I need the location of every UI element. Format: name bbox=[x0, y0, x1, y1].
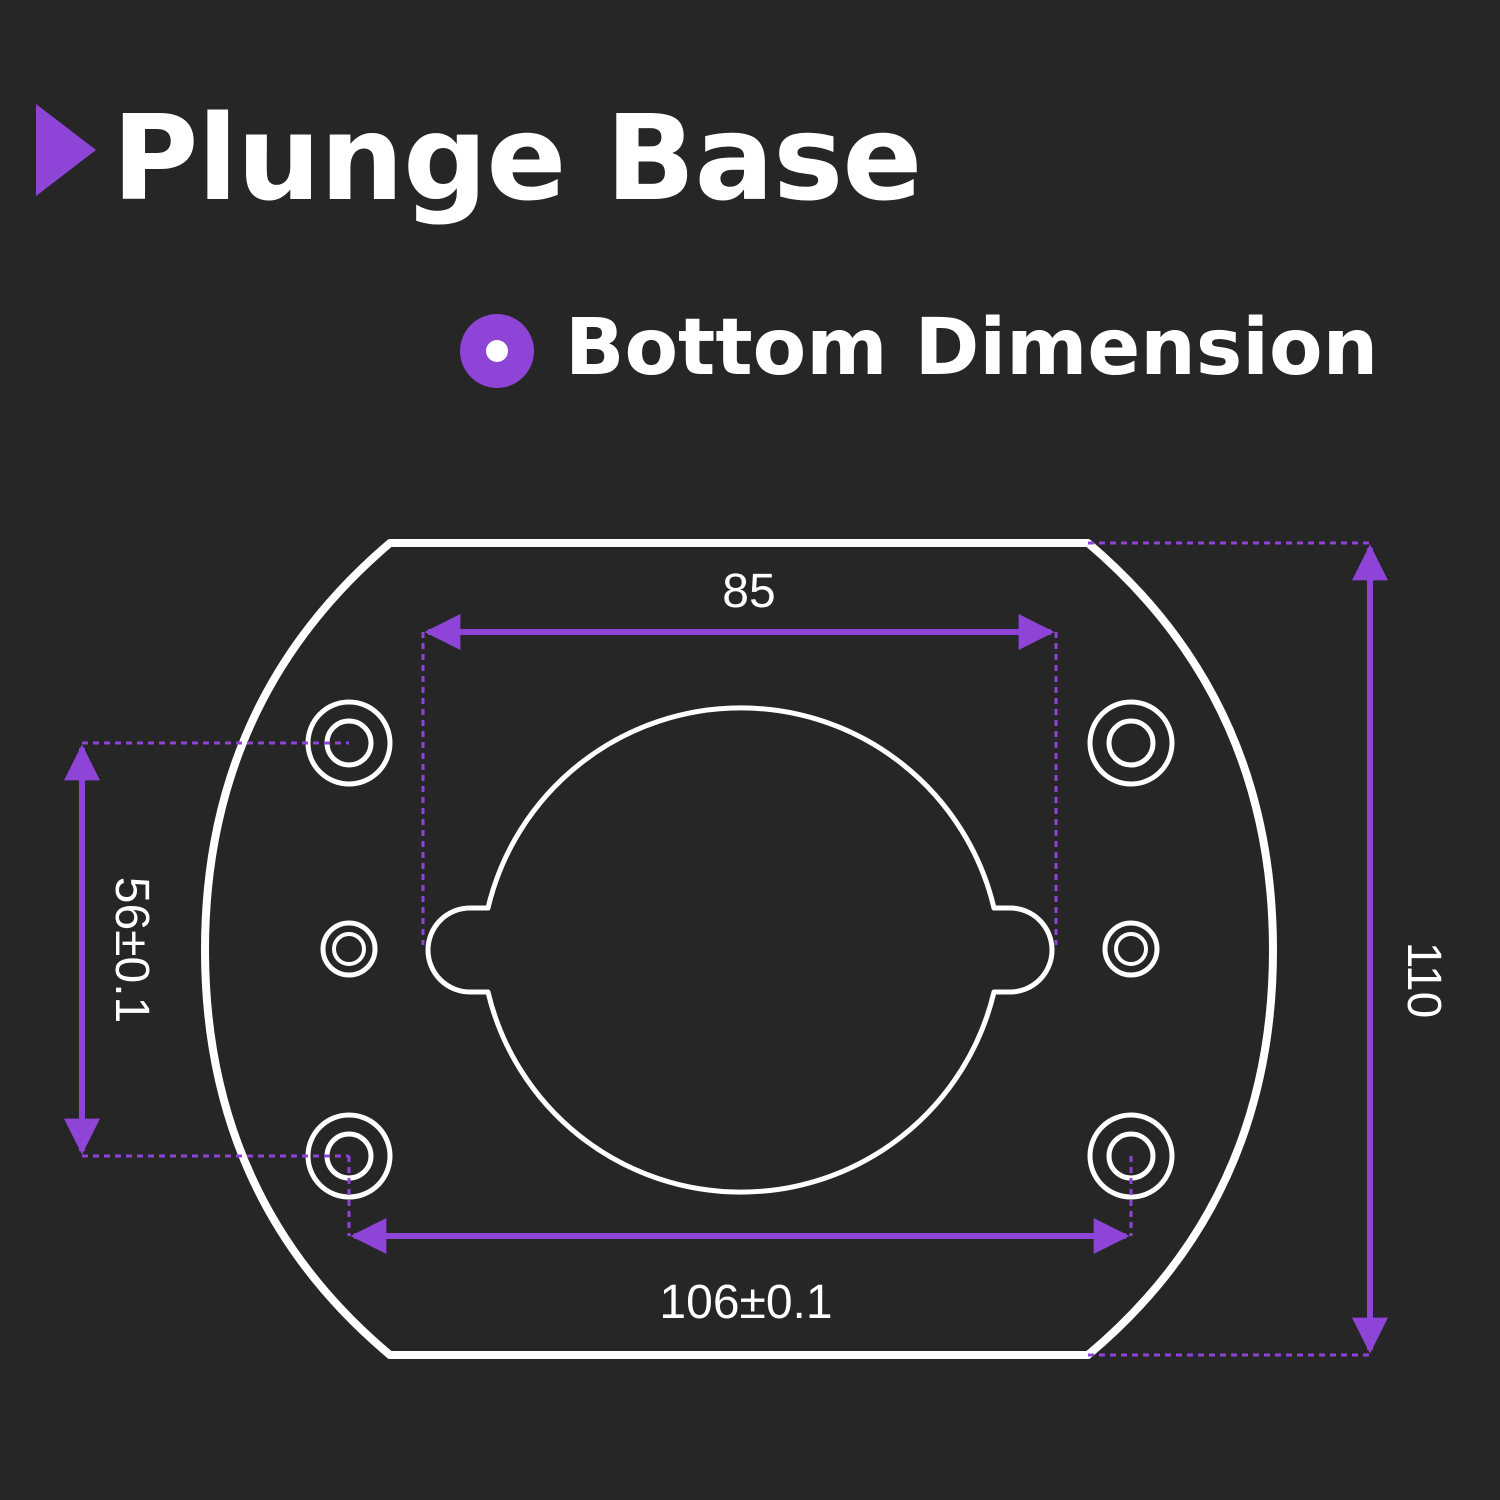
dimension-overall-height: 110 bbox=[1088, 541, 1450, 1357]
dimension-inner-width: 85 bbox=[421, 565, 1058, 945]
dimension-label-hole-spacing-horizontal: 106±0.1 bbox=[659, 1276, 832, 1329]
mounting-hole-top-right bbox=[1087, 699, 1175, 787]
mounting-hole-middle-right bbox=[1102, 920, 1160, 978]
section-subtitle: Bottom Dimension bbox=[565, 303, 1379, 393]
dimension-hole-spacing-vertical: 56±0.1 bbox=[64, 741, 349, 1158]
radio-dot-center bbox=[486, 340, 508, 362]
triangle-right-icon bbox=[36, 104, 96, 196]
page-title: Plunge Base bbox=[112, 89, 922, 227]
mounting-hole-middle-left bbox=[320, 920, 378, 978]
dimension-label-hole-spacing-vertical: 56±0.1 bbox=[105, 877, 158, 1023]
dimension-label-inner-width: 85 bbox=[722, 565, 775, 618]
radio-dot-icon bbox=[460, 314, 534, 388]
dimension-label-overall-height: 110 bbox=[1397, 942, 1450, 1019]
dimension-hole-spacing-horizontal: 106±0.1 bbox=[347, 1156, 1133, 1329]
center-opening-outline bbox=[425, 705, 1055, 1195]
